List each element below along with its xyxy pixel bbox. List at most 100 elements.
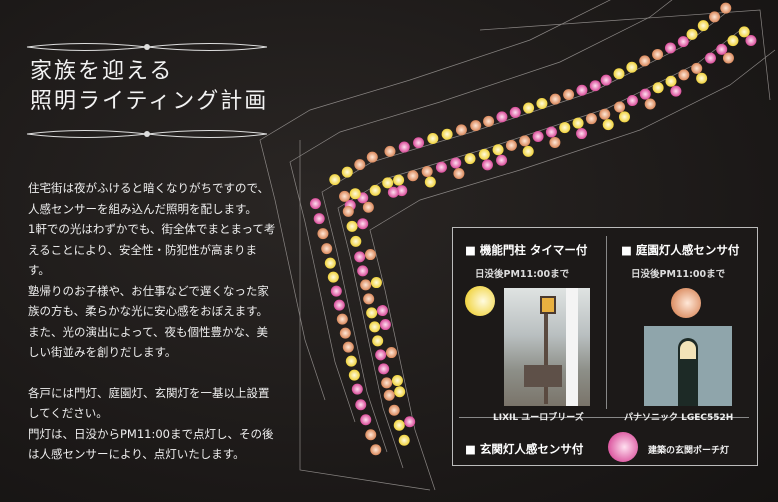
light-marker: [618, 111, 630, 123]
light-marker: [357, 265, 369, 277]
light-marker: [350, 235, 362, 247]
lot-boundary: [259, 0, 611, 401]
light-marker: [355, 399, 367, 411]
light-marker: [349, 188, 361, 200]
paragraph: 住宅街は夜がふけると暗くなりがちですので、人感センサーを組み込んだ照明を配します…: [28, 181, 270, 216]
light-marker: [341, 166, 353, 178]
light-marker: [532, 130, 544, 142]
light-marker: [382, 177, 394, 189]
light-marker: [360, 414, 372, 426]
light-marker: [366, 151, 378, 163]
light-marker: [639, 88, 651, 100]
light-marker: [549, 136, 561, 148]
light-marker: [523, 102, 535, 114]
light-marker: [348, 369, 360, 381]
light-marker: [376, 305, 388, 317]
garden-light-caption: パナソニック LGEC552H: [624, 413, 734, 423]
light-marker: [329, 174, 341, 186]
light-marker: [385, 347, 397, 359]
gate-light-yellow-dot-icon: [465, 286, 495, 316]
light-marker: [576, 128, 588, 140]
garden-light-schedule: 日没後PM11:00まで: [631, 269, 726, 280]
light-marker: [404, 416, 416, 428]
garden-light-orange-dot-icon: [671, 288, 701, 318]
light-marker: [496, 154, 508, 166]
light-marker: [393, 174, 405, 186]
light-marker: [639, 55, 651, 67]
light-marker: [354, 159, 366, 171]
light-marker: [589, 80, 601, 92]
light-marker: [388, 404, 400, 416]
light-marker: [313, 213, 325, 225]
light-marker: [435, 161, 447, 173]
light-marker: [370, 444, 382, 456]
light-marker: [381, 377, 393, 389]
garden-light-heading: ■ 庭園灯人感センサ付: [621, 243, 740, 257]
light-marker: [421, 166, 433, 178]
entrance-light-pink-dot-icon: [608, 432, 638, 462]
light-marker: [481, 159, 493, 171]
lixil-gate-post-photo: [504, 288, 590, 406]
light-marker: [716, 43, 728, 55]
light-marker: [345, 355, 357, 367]
lot-boundary: [289, 0, 673, 423]
description-text: 住宅街は夜がふけると暗くなりがちですので、人感センサーを組み込んだ照明を配します…: [28, 178, 278, 465]
light-marker: [652, 48, 664, 60]
light-marker: [600, 74, 612, 86]
light-marker: [691, 62, 703, 74]
ornament-top: [26, 43, 268, 51]
light-marker: [324, 257, 336, 269]
light-marker: [670, 85, 682, 97]
title-line-2: 照明ライティング計画: [30, 89, 269, 114]
light-marker: [336, 313, 348, 325]
light-marker: [393, 419, 405, 431]
light-marker: [339, 190, 351, 202]
paragraph: 各戸には門灯、庭園灯、玄関灯を一基以上設置してください。: [28, 385, 270, 421]
light-marker: [545, 126, 557, 138]
light-marker: [342, 341, 354, 353]
light-marker: [339, 327, 351, 339]
light-marker: [351, 383, 363, 395]
ornament-bottom: [26, 130, 268, 138]
paragraph: 1軒での光はわずかでも、街全体でまとまって考えることにより、安全性・防犯性が高ま…: [28, 222, 276, 277]
light-marker: [378, 363, 390, 375]
page-title: 家族を迎える照明ライティング計画: [30, 57, 268, 117]
light-marker: [369, 184, 381, 196]
light-marker: [321, 243, 333, 255]
title-line-1: 家族を迎える: [30, 59, 174, 84]
light-marker: [333, 299, 345, 311]
light-marker: [626, 95, 638, 107]
paragraph: 門灯は、日没からPM11:00まで点灯し、その後は人感センサーにより、点灯いたし…: [28, 426, 274, 462]
light-marker: [317, 228, 329, 240]
light-marker: [330, 285, 342, 297]
entrance-light-caption: 建築の玄関ポーチ灯: [648, 446, 730, 456]
light-marker: [665, 75, 677, 87]
light-marker: [572, 117, 584, 129]
light-marker: [536, 98, 548, 110]
light-marker: [362, 201, 374, 213]
light-marker: [492, 144, 504, 156]
light-marker: [720, 2, 732, 14]
light-marker: [383, 389, 395, 401]
light-marker: [398, 434, 410, 446]
light-marker: [709, 11, 721, 23]
light-marker: [455, 124, 467, 136]
light-marker: [727, 35, 739, 47]
light-marker: [613, 68, 625, 80]
light-marker: [360, 279, 372, 291]
light-marker: [559, 122, 571, 134]
light-marker: [450, 157, 462, 169]
lot-boundary: [479, 9, 771, 101]
light-marker: [626, 61, 638, 73]
light-marker: [496, 111, 508, 123]
light-marker: [413, 137, 425, 149]
light-marker: [522, 145, 534, 157]
light-marker: [366, 307, 378, 319]
light-marker: [372, 335, 384, 347]
light-marker: [398, 141, 410, 153]
light-marker: [697, 20, 709, 32]
light-marker: [427, 132, 439, 144]
light-marker: [585, 113, 597, 125]
light-marker: [738, 26, 750, 38]
